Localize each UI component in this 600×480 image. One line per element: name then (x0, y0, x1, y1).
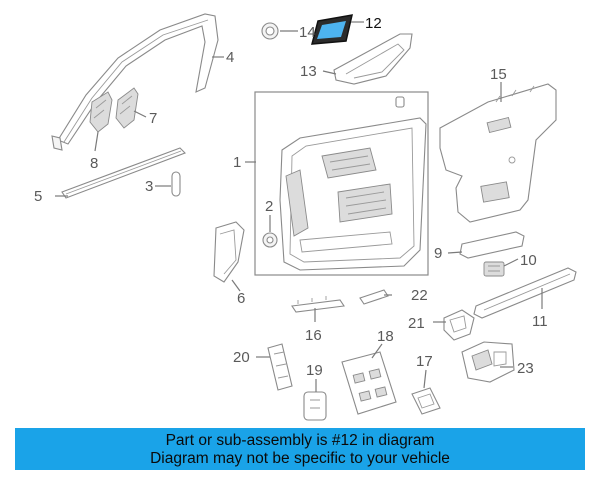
part-4-window-frame (51, 13, 219, 151)
callout-8: 8 (90, 155, 98, 172)
callout-22: 22 (411, 287, 428, 304)
callout-20: 20 (233, 349, 250, 366)
callout-12: 12 (365, 15, 382, 32)
part-22-bracket (359, 289, 389, 305)
callout-3: 3 (145, 178, 153, 195)
part-15-water-shield (439, 83, 557, 223)
callout-15: 15 (490, 66, 507, 83)
callout-4: 4 (226, 49, 234, 66)
part-3-clip (171, 171, 181, 197)
callout-13: 13 (300, 63, 317, 80)
callout-21: 21 (408, 315, 425, 332)
callout-14: 14 (299, 24, 316, 41)
callout-18: 18 (377, 328, 394, 345)
callout-6: 6 (237, 290, 245, 307)
callout-7: 7 (149, 110, 157, 127)
part-14-grommet (261, 22, 279, 40)
part-8-trim (89, 91, 113, 133)
callout-5: 5 (34, 188, 42, 205)
callout-2: 2 (265, 198, 273, 215)
part-19-switch (303, 391, 327, 421)
part-2-push-pin (262, 232, 278, 248)
part-13-mirror-trim (333, 33, 413, 85)
callout-16: 16 (305, 327, 322, 344)
part-9-handle-trim (459, 231, 525, 259)
part-21-handle (443, 309, 475, 341)
part-1-door-panel-box (254, 91, 429, 276)
part-18-window-switch (341, 351, 397, 415)
part-12-highlighted (311, 14, 353, 45)
banner-line-disclaimer: Diagram may not be specific to your vehi… (150, 450, 450, 467)
leader-lines (55, 21, 543, 392)
part-20-bracket (267, 343, 293, 391)
part-23-seat-control (461, 341, 515, 383)
callout-1: 1 (233, 154, 241, 171)
callout-23: 23 (517, 360, 534, 377)
callout-9: 9 (434, 245, 442, 262)
part-17-switch (411, 387, 441, 415)
callout-17: 17 (416, 353, 433, 370)
part-11-lower-strip (473, 267, 577, 319)
callout-labels: 4 5 3 7 8 1 2 6 14 12 13 15 9 10 11 22 1… (34, 15, 548, 379)
banner-line-part: Part or sub-assembly is #12 in diagram (165, 432, 435, 449)
part-5-belt-molding (61, 147, 186, 199)
part-10-switch (483, 261, 505, 277)
parts-diagram: 4 5 3 7 8 1 2 6 14 12 13 15 9 10 11 22 1… (34, 13, 577, 421)
info-banner: Part or sub-assembly is #12 in diagram D… (15, 428, 585, 470)
callout-11: 11 (532, 313, 548, 330)
part-7-trim (115, 87, 139, 129)
callout-19: 19 (306, 362, 323, 379)
part-16-bracket (291, 296, 345, 313)
part-6-sail-panel (213, 221, 245, 283)
callout-10: 10 (520, 252, 537, 269)
